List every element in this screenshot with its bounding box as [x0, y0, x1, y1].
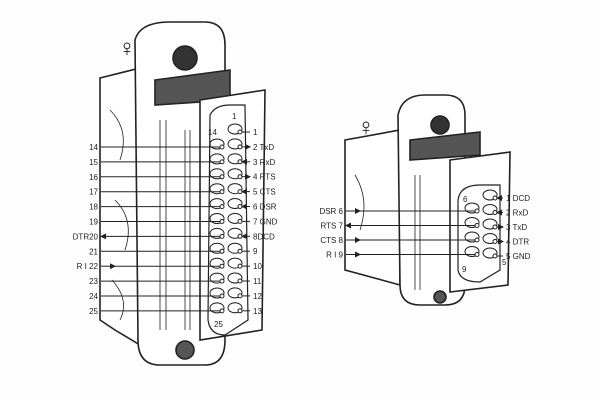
db25-pin-label: 21	[89, 247, 98, 256]
db25-pin-label: 18	[89, 203, 98, 212]
db25-pin-label: 4 RTS	[253, 173, 276, 182]
db9-socket-hole	[474, 252, 480, 257]
db25-pin-label: 16	[89, 173, 98, 182]
db25-socket-hole	[237, 204, 243, 209]
db9-pin-label: 4 DTR	[506, 238, 529, 247]
db25-pin-label: 11	[253, 277, 262, 286]
db25-pin-label: DTR20	[73, 232, 99, 241]
db25-pin-label: 12	[253, 292, 262, 301]
db25-pin-label: 17	[89, 188, 98, 197]
db25-pin-label: 3 RxD	[253, 158, 275, 167]
db9-pin-label: 2 RxD	[506, 209, 528, 218]
db25-socket-hole	[219, 174, 225, 180]
db25-pin-label: 7 GND	[253, 217, 278, 226]
db25-pin-label: 14	[89, 143, 98, 152]
db25-socket-hole	[237, 263, 243, 269]
db9-socket-hole	[474, 237, 480, 243]
db9-socket-hole	[492, 195, 498, 201]
db25-socket-hole	[219, 159, 225, 165]
db25-label-pin1: 1	[232, 112, 237, 121]
db25-socket-hole	[219, 263, 225, 269]
db9-pin-label: 3 TxD	[506, 223, 527, 232]
db25-socket-hole	[237, 218, 243, 224]
db9-label-pin5: 5	[502, 258, 507, 267]
db25-pin-label: 1	[253, 128, 258, 137]
db25-label-pin14: 14	[208, 128, 217, 137]
db25-pin-label: 13	[253, 307, 262, 316]
db9-socket-hole	[492, 239, 498, 244]
db9-label-pin6: 6	[463, 195, 468, 204]
db25-socket-hole	[237, 189, 243, 195]
db9-socket-hole	[492, 224, 498, 230]
db25-socket-hole	[237, 233, 243, 239]
db25-pin-label: 10	[253, 262, 262, 271]
db25-socket-hole	[237, 293, 243, 299]
db9-socket-hole	[474, 223, 480, 228]
db9-pin-label: DSR 6	[319, 207, 343, 216]
db25-socket-hole	[237, 278, 243, 284]
db25-pin-label: 9	[253, 247, 258, 256]
db25-socket-hole	[219, 248, 225, 254]
db25-socket-hole	[219, 204, 225, 210]
db25-socket-hole	[219, 144, 225, 150]
db25-pin-label: R I 22	[77, 262, 99, 271]
db9-socket-hole	[492, 210, 498, 215]
db9-pin-label: R I 9	[326, 251, 343, 260]
db25-socket-hole	[219, 278, 225, 284]
db9-pin-label: 5 GND	[506, 252, 531, 261]
db25-pin-label: 8DCD	[253, 232, 275, 241]
db25-pin-label: 23	[89, 277, 98, 286]
db25-socket-hole	[219, 219, 225, 224]
db25-pin-label: 24	[89, 292, 98, 301]
db25-socket-hole	[237, 248, 243, 254]
db25-socket-hole	[237, 144, 243, 150]
db25-socket-hole	[219, 233, 225, 239]
db25-pin-label: 5 CTS	[253, 188, 276, 197]
db9-female-symbol: ♀	[357, 114, 375, 141]
db25-pin-label: 2 TxD	[253, 143, 274, 152]
db25-socket-hole	[237, 129, 243, 135]
db9-body	[344, 129, 401, 287]
db9-label-pin9: 9	[462, 265, 467, 274]
db25-socket-hole	[237, 308, 243, 314]
db25-female-symbol: ♀	[118, 35, 136, 62]
db25-pin-label: 19	[89, 218, 98, 227]
db25-socket-hole	[237, 174, 243, 180]
db9-pin-label: CTS 8	[320, 236, 343, 245]
db9-socket-hole	[474, 208, 480, 214]
db25-socket-hole	[237, 159, 243, 165]
db25-pin-label: 15	[89, 158, 98, 167]
db9-socket-hole	[492, 253, 498, 259]
db25-pin-label: 25	[89, 307, 98, 316]
db25-label-pin25: 25	[214, 320, 223, 329]
db9-pin-label: RTS 7	[320, 222, 343, 231]
db25-socket-hole	[219, 189, 225, 195]
db25-socket-hole	[219, 293, 225, 299]
db25-socket-hole	[219, 308, 225, 314]
db25-pin-label: 6 DSR	[253, 203, 277, 212]
db9-pin-label: 1 DCD	[506, 194, 530, 203]
